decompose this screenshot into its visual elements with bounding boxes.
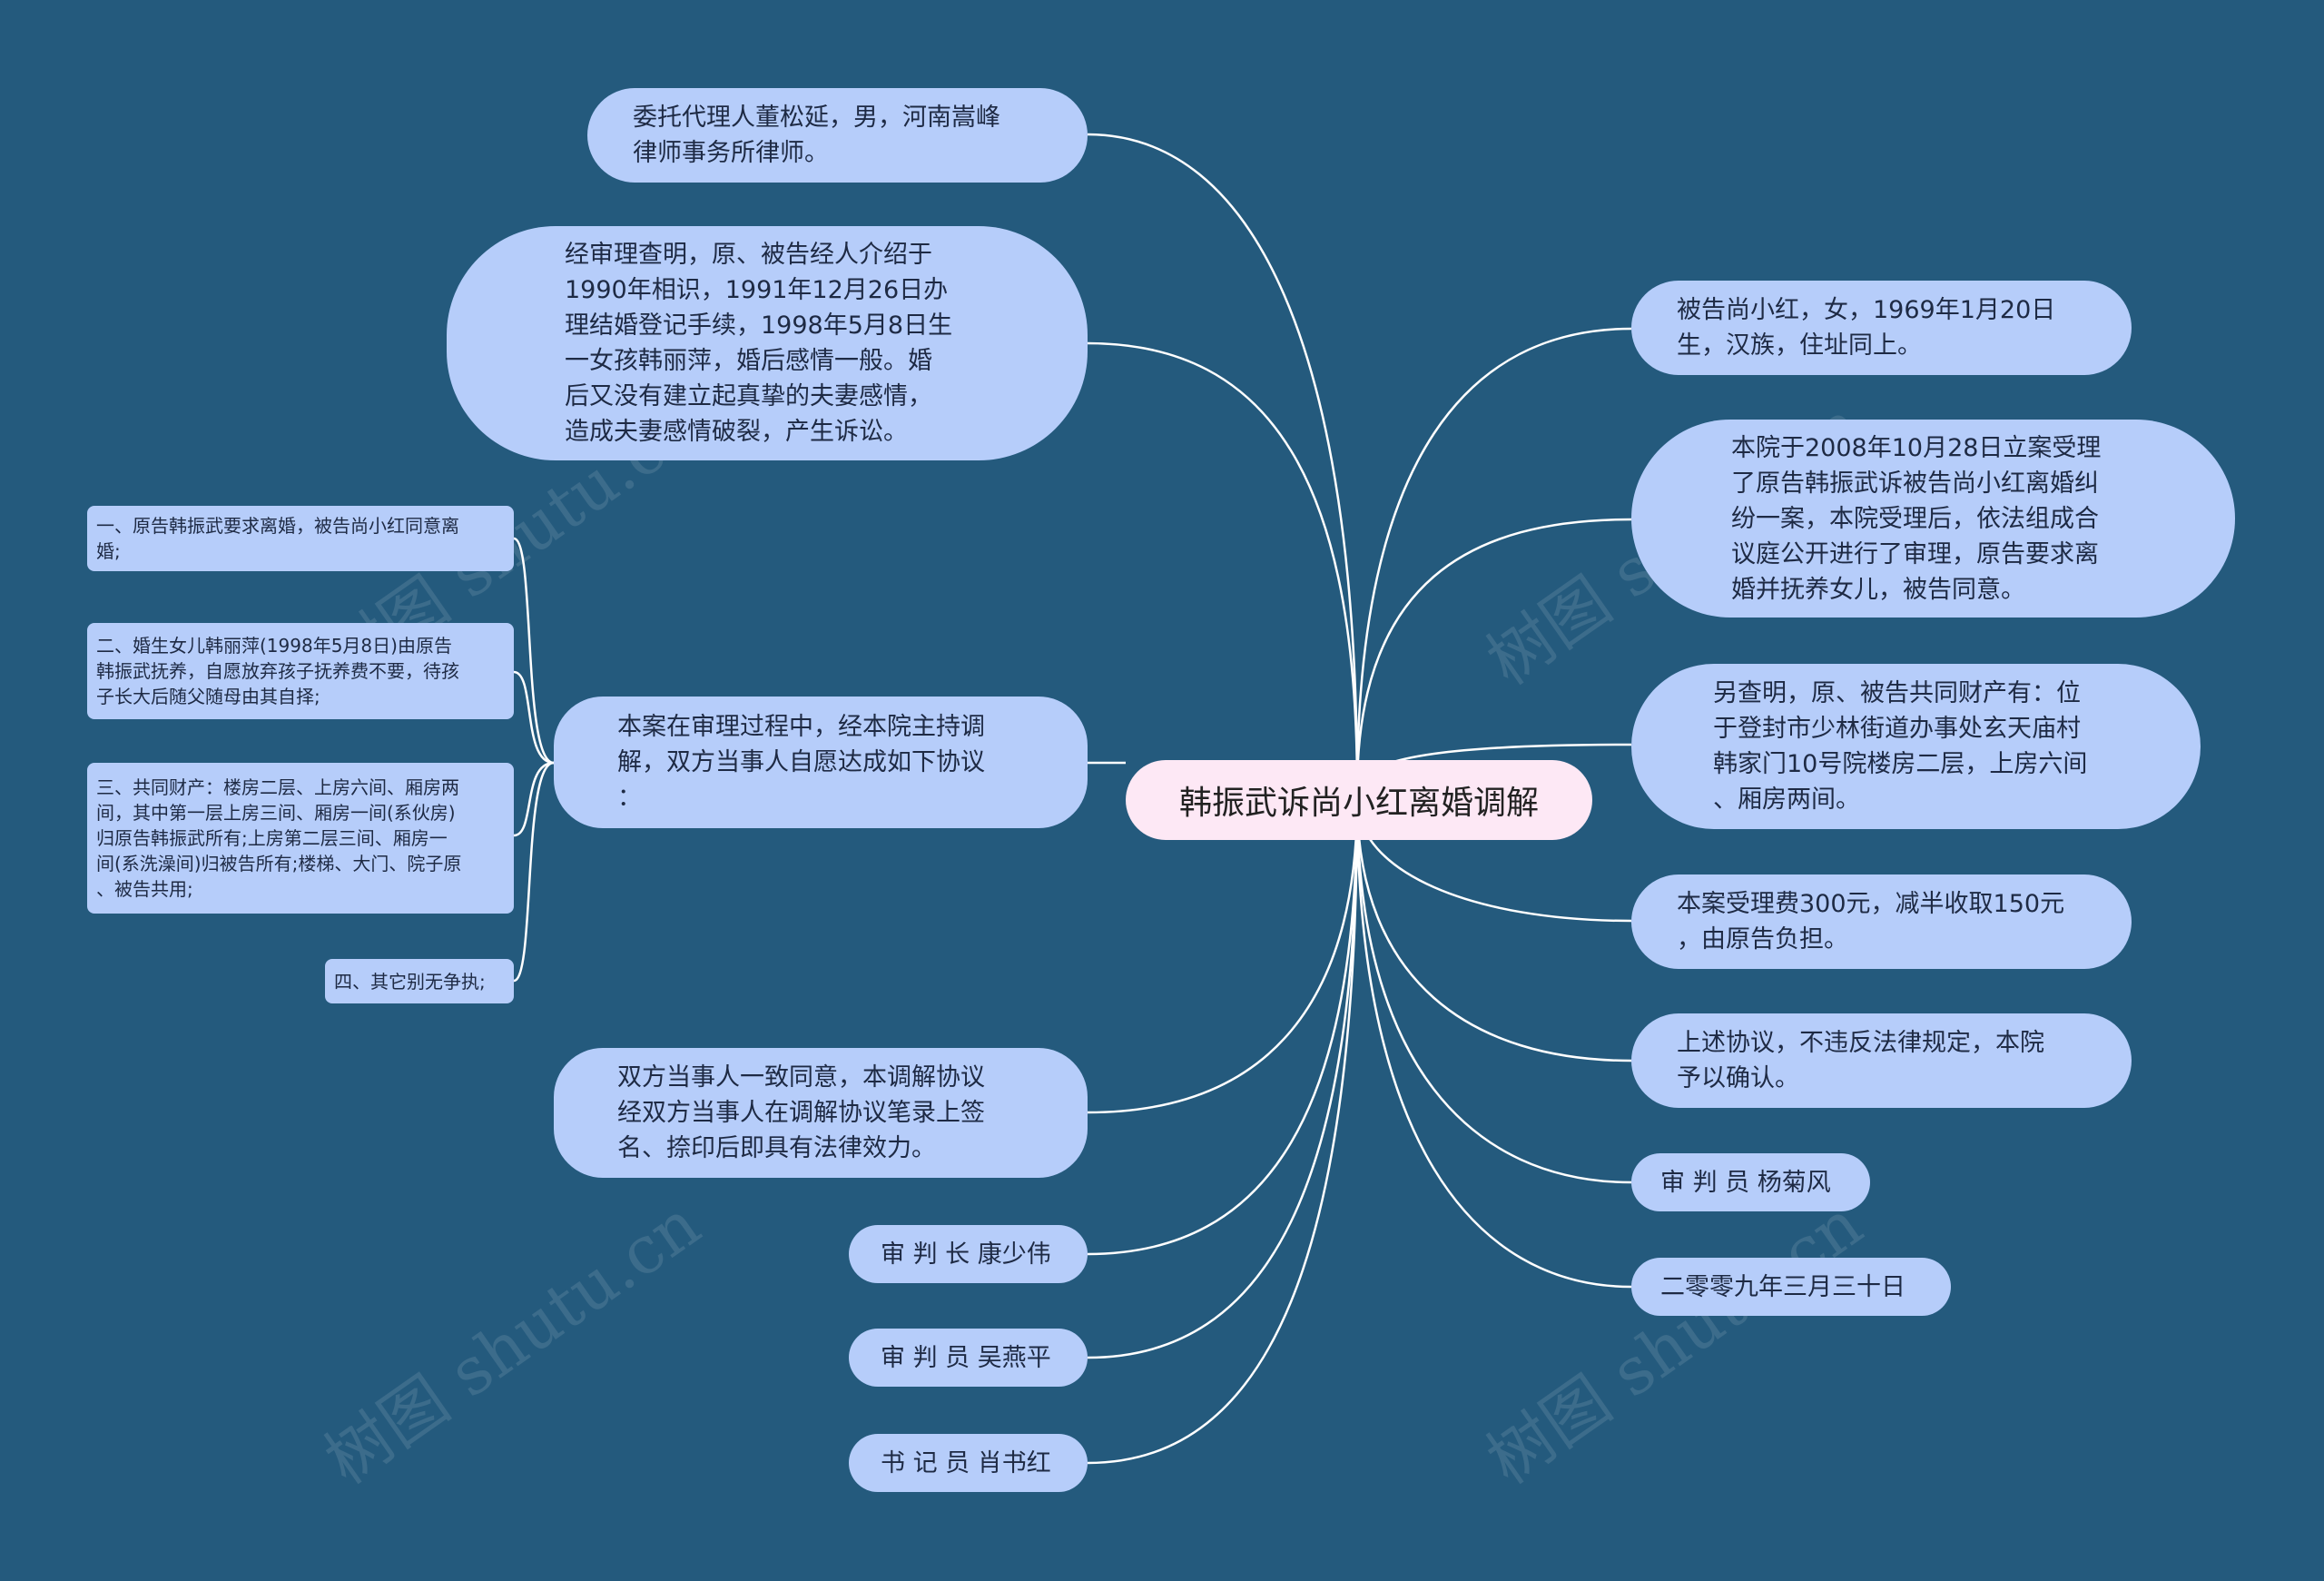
node-effect[interactable]: 双方当事人一致同意，本调解协议 经双方当事人在调解协议笔录上签 名、捺印后即具有…: [554, 1048, 1088, 1178]
link-judge-yang: [1355, 798, 1632, 1184]
link-agent: [1087, 133, 1359, 791]
link-date: [1355, 798, 1632, 1289]
node-clerk[interactable]: 书 记 员 肖书红: [849, 1434, 1088, 1492]
node-confirm[interactable]: 上述协议，不违反法律规定，本院 予以确认。: [1631, 1013, 2132, 1108]
link-chief-judge: [1087, 798, 1359, 1256]
link-judge-wu: [1087, 798, 1359, 1359]
node-property[interactable]: 另查明，原、被告共同财产有：位 于登封市少林街道办事处玄天庙村 韩家门10号院楼…: [1631, 664, 2201, 829]
agreement-item-3[interactable]: 三、共同财产：楼房二层、上房六间、厢房两 间，其中第一层上房三间、厢房一间(系伙…: [87, 763, 514, 914]
node-chief-judge[interactable]: 审 判 长 康少伟: [849, 1225, 1088, 1283]
link-facts: [1087, 341, 1359, 791]
link-item3: [513, 761, 555, 837]
agreement-item-2[interactable]: 二、婚生女儿韩丽萍(1998年5月8日)由原告 韩振武抚养，自愿放弃孩子抚养费不…: [87, 623, 514, 719]
node-judge-yang[interactable]: 审 判 员 杨菊风: [1631, 1153, 1870, 1211]
agreement-item-4[interactable]: 四、其它别无争执;: [325, 959, 514, 1003]
link-effect: [1087, 798, 1359, 1114]
link-item2: [513, 670, 555, 765]
node-fee[interactable]: 本案受理费300元，减半收取150元 ，由原告负担。: [1631, 874, 2132, 969]
link-item1: [513, 537, 555, 765]
node-judge-wu[interactable]: 审 判 员 吴燕平: [849, 1329, 1088, 1387]
agreement-item-1[interactable]: 一、原告韩振武要求离婚，被告尚小红同意离 婚;: [87, 506, 514, 571]
node-agent[interactable]: 委托代理人董松延，男，河南嵩峰 律师事务所律师。: [587, 88, 1088, 183]
node-facts[interactable]: 经审理查明，原、被告经人介绍于 1990年相识，1991年12月26日办 理结婚…: [447, 226, 1088, 460]
node-agreement[interactable]: 本案在审理过程中，经本院主持调 解，双方当事人自愿达成如下协议 ：: [554, 697, 1088, 828]
link-item4: [513, 761, 555, 983]
node-defendant[interactable]: 被告尚小红，女，1969年1月20日 生，汉族，住址同上。: [1631, 281, 2132, 375]
link-confirm: [1355, 798, 1632, 1062]
link-clerk: [1087, 798, 1359, 1465]
link-defendant: [1355, 327, 1632, 791]
link-filing: [1355, 518, 1632, 791]
node-date[interactable]: 二零零九年三月三十日: [1631, 1258, 1951, 1316]
center-topic[interactable]: 韩振武诉尚小红离婚调解: [1126, 760, 1592, 840]
node-filing[interactable]: 本院于2008年10月28日立案受理 了原告韩振武诉被告尚小红离婚纠 纷一案，本…: [1631, 420, 2235, 618]
